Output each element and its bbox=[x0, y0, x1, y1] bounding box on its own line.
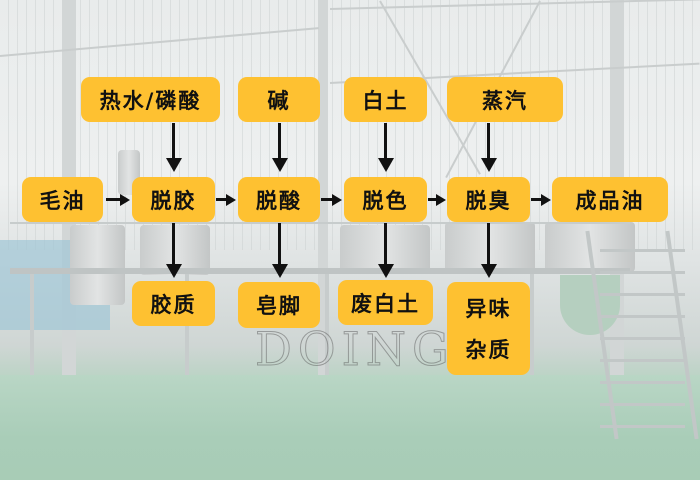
watermark: DOING bbox=[255, 322, 455, 377]
arrow-head-down-icon bbox=[165, 158, 182, 172]
support-leg bbox=[185, 274, 189, 394]
output-box-spent-clay: 废白土 bbox=[338, 280, 433, 325]
arrow-crude-to-degum bbox=[106, 198, 121, 201]
box-label: 热水/磷酸 bbox=[99, 88, 202, 113]
box-label: 废白土 bbox=[351, 291, 420, 316]
support-leg bbox=[325, 274, 329, 394]
tank bbox=[70, 225, 125, 305]
box-label: 胶质 bbox=[150, 292, 197, 317]
process-box-degumming: 脱胶 bbox=[132, 177, 215, 222]
box-label: 脱臭 bbox=[465, 188, 512, 213]
box-label: 毛油 bbox=[39, 188, 86, 213]
box-label: 脱酸 bbox=[256, 188, 302, 213]
arrow-head-down-icon bbox=[271, 158, 288, 172]
arrow-head-down-icon bbox=[480, 158, 497, 172]
input-box-bleaching-clay: 白土 bbox=[344, 77, 427, 122]
box-label: 成品油 bbox=[575, 188, 645, 213]
box-label: 白土 bbox=[362, 88, 409, 113]
platform bbox=[10, 268, 630, 274]
box-label: 脱胶 bbox=[150, 188, 197, 213]
input-box-hot-water-phosphoric-acid: 热水/磷酸 bbox=[81, 77, 220, 122]
arrow-head-down-icon bbox=[271, 264, 288, 278]
arrow-deacid-to-decolor bbox=[321, 198, 333, 201]
arrow-alkali-to-deacid bbox=[278, 123, 281, 160]
arrow-head-down-icon bbox=[377, 158, 394, 172]
input-box-alkali: 碱 bbox=[238, 77, 320, 122]
support-leg bbox=[30, 274, 34, 394]
arrow-head-right-icon bbox=[226, 193, 236, 206]
arrow-decolor-to-spent-clay bbox=[384, 223, 387, 265]
process-box-deodorization: 脱臭 bbox=[447, 177, 530, 222]
arrow-head-right-icon bbox=[436, 193, 446, 206]
arrow-head-right-icon bbox=[541, 193, 551, 206]
input-box-steam: 蒸汽 bbox=[447, 77, 563, 122]
arrow-deacid-to-soapstock bbox=[278, 223, 281, 265]
output-box-gum: 胶质 bbox=[132, 281, 215, 326]
support-leg bbox=[530, 274, 534, 394]
process-box-crude-oil: 毛油 bbox=[22, 177, 103, 222]
arrow-input-to-degum bbox=[172, 123, 175, 160]
arrow-degum-to-deacid bbox=[216, 198, 227, 201]
box-label: 脱色 bbox=[362, 188, 409, 213]
arrow-steam-to-deodor bbox=[487, 123, 490, 160]
arrow-degum-to-gum bbox=[172, 223, 175, 265]
arrow-head-down-icon bbox=[165, 264, 182, 278]
arrow-clay-to-decolor bbox=[384, 123, 387, 160]
arrow-head-down-icon bbox=[480, 264, 497, 278]
arrow-head-right-icon bbox=[120, 193, 130, 206]
arrow-head-down-icon bbox=[377, 264, 394, 278]
green-floor bbox=[0, 375, 700, 480]
arrow-deodor-to-impurities bbox=[487, 223, 490, 265]
tank bbox=[445, 222, 535, 272]
output-box-soapstock: 皂脚 bbox=[238, 282, 320, 328]
process-box-finished-oil: 成品油 bbox=[552, 177, 668, 222]
process-box-decolorization: 脱色 bbox=[344, 177, 427, 222]
box-label: 皂脚 bbox=[256, 294, 302, 318]
box-label: 蒸汽 bbox=[482, 88, 528, 113]
output-box-odor-impurities: 异味 杂质 bbox=[447, 282, 530, 375]
box-label-line1: 异味 bbox=[465, 297, 512, 322]
guard-rail bbox=[10, 222, 630, 224]
arrow-decolor-to-deodor bbox=[428, 198, 437, 201]
arrow-head-right-icon bbox=[332, 193, 342, 206]
process-box-deacidification: 脱酸 bbox=[238, 177, 320, 222]
box-label-line2: 杂质 bbox=[465, 337, 512, 362]
arrow-deodor-to-finished bbox=[531, 198, 542, 201]
box-label: 碱 bbox=[267, 88, 291, 113]
